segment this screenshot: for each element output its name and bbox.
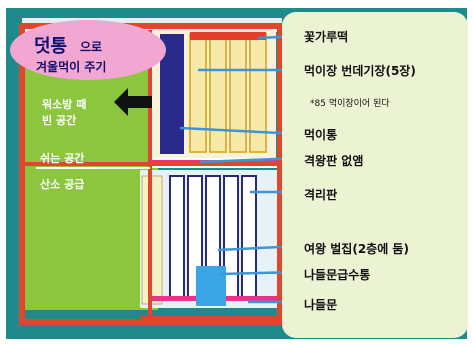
space-arrow [114, 88, 152, 116]
outer-green-area [22, 48, 158, 310]
label-note: *85 먹이장이어 된다 [310, 99, 390, 109]
label-feeder: 먹이통 [304, 128, 338, 142]
callout-bubble [10, 20, 166, 80]
label-queen-comb: 여왕 벌집(2층에 둠) [304, 242, 409, 256]
label-entrance-water-feeder: 나들문급수통 [304, 268, 371, 282]
label-feeding-frames: 먹이장 번데기장(5장) [304, 64, 416, 78]
label-pollen-cake: 꽃가루떡 [304, 30, 349, 44]
upper-frames [189, 33, 267, 153]
label-partition-board: 격리판 [304, 188, 338, 202]
entrance-board [140, 316, 290, 322]
label-space-line2: 빈 공간 [42, 114, 77, 127]
callout-title-rest: 으로 [80, 40, 103, 54]
callout-title-big: 덧통 [34, 36, 68, 57]
label-queen-excluder-removed: 격왕판 없앰 [304, 154, 364, 168]
label-panel [282, 12, 468, 338]
callout-line2: 겨울먹이 주기 [36, 60, 107, 74]
label-rest-space: 쉬는 공간 [40, 152, 85, 165]
label-oxygen: 산소 공급 [40, 178, 85, 191]
pollen-cake-bar [190, 32, 266, 40]
label-entrance: 나들문 [304, 298, 338, 312]
label-space-line1: 워소방 때 [42, 98, 87, 111]
water-feeder [196, 266, 226, 306]
